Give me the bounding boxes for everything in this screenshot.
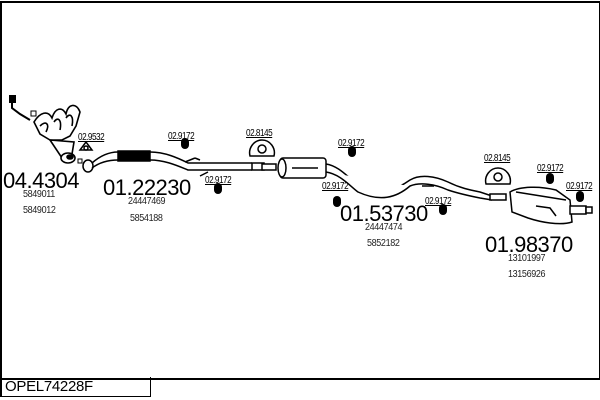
- manifold-icon: [33, 104, 83, 164]
- oem-ref: 24447474: [365, 222, 403, 233]
- oem-ref: 24447469: [128, 196, 166, 207]
- rubber-mount-icon: [333, 196, 341, 207]
- middle-silencer-icon: [261, 157, 493, 201]
- accessory-label[interactable]: 02.8145: [484, 153, 511, 164]
- rubber-mount-icon: [439, 204, 447, 215]
- accessory-label[interactable]: 02.9172: [168, 131, 195, 142]
- clamp-icons: [248, 139, 512, 185]
- oem-ref: 13156926: [508, 269, 546, 280]
- part-number[interactable]: 01.98370: [485, 232, 573, 257]
- rubber-mount-icon: [576, 191, 584, 202]
- accessory-label[interactable]: 02.9172: [566, 181, 593, 192]
- front-pipe-icon: [91, 150, 265, 177]
- rubber-mount-icon: [214, 183, 222, 194]
- accessory-label[interactable]: 02.9172: [425, 196, 452, 207]
- rubber-mount-icons: [181, 138, 584, 215]
- oem-ref: 5849011: [23, 189, 55, 200]
- accessory-label[interactable]: 02.9172: [205, 175, 232, 186]
- lambda-sensor-icon: [9, 95, 37, 121]
- rubber-mount-icon: [348, 146, 356, 157]
- gasket-icon: [78, 140, 94, 173]
- oem-ref: 5852182: [367, 238, 400, 249]
- accessory-label[interactable]: 02.9172: [537, 163, 564, 174]
- accessory-label[interactable]: 02.9172: [322, 181, 349, 192]
- accessory-label[interactable]: 02.9532: [78, 132, 105, 143]
- oem-ref: 5854188: [130, 213, 163, 224]
- rear-silencer-icon: [489, 186, 593, 225]
- accessory-label[interactable]: 02.9172: [338, 138, 365, 149]
- oem-ref: 13101997: [508, 253, 546, 264]
- diagram-id-box: OPEL74228F: [0, 377, 151, 397]
- rubber-mount-icon: [181, 138, 189, 149]
- diagram-id: OPEL74228F: [5, 378, 93, 395]
- part-number[interactable]: 01.22230: [103, 175, 191, 200]
- accessory-label[interactable]: 02.8145: [246, 128, 273, 139]
- rubber-mount-icon: [546, 173, 554, 184]
- oem-ref: 5849012: [23, 205, 56, 216]
- part-number[interactable]: 01.53730: [340, 201, 428, 226]
- part-number[interactable]: 04.4304: [3, 168, 80, 193]
